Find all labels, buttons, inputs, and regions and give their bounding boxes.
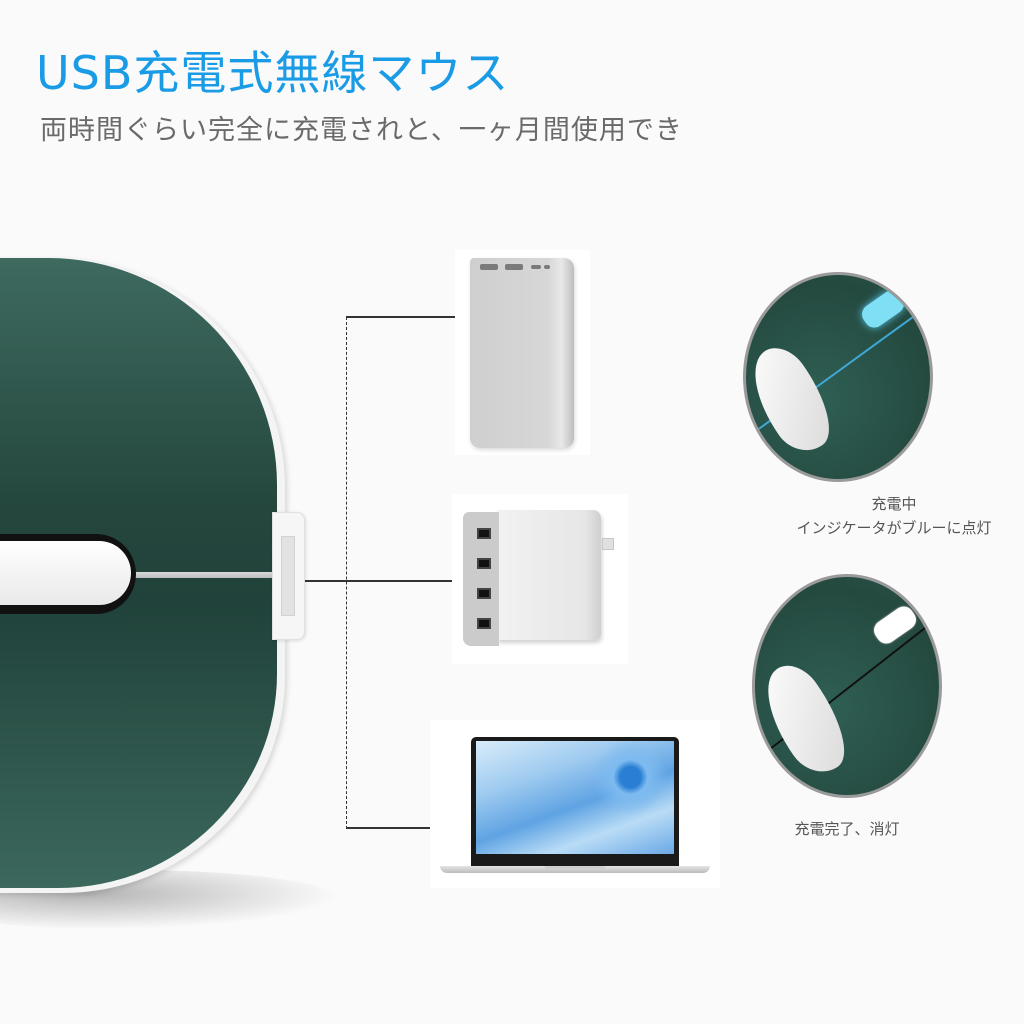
mouse-button-seam: [130, 572, 277, 578]
scroll-wheel: [0, 541, 131, 605]
led-indicator-off: [870, 602, 920, 648]
caption-line-2: インジケータがブルーに点灯: [796, 519, 992, 537]
usb-port: [477, 528, 491, 539]
usb-port: [477, 588, 491, 599]
page-title: USB充電式無線マウス: [36, 46, 510, 100]
usb-port: [477, 558, 491, 569]
scroll-wheel-closeup: [746, 337, 848, 463]
usb-port-slot: [281, 536, 295, 616]
scroll-wheel-closeup: [755, 655, 863, 784]
usb-c-port: [544, 265, 550, 269]
power-bank-body: [470, 258, 574, 448]
connector-dashed-vertical: [346, 317, 347, 829]
laptop-notch: [545, 866, 605, 869]
caption-line-1: 充電完了、消灯: [794, 820, 900, 838]
usb-port: [480, 264, 498, 270]
caption-line-1: 充電中: [871, 495, 917, 513]
charged-indicator-inset: [752, 574, 942, 798]
page-subtitle: 両時間ぐらい完全に充電されと、一ヶ月間使用でき: [40, 115, 683, 146]
laptop-base: [440, 866, 710, 873]
connector-to-laptop: [346, 827, 456, 829]
charger-body: [497, 510, 601, 640]
charged-caption: 充電完了、消灯: [762, 817, 932, 841]
connector-main: [305, 580, 455, 582]
charger-plug-prong: [602, 538, 614, 550]
usb-port: [505, 264, 523, 270]
laptop-screen: [476, 741, 674, 854]
micro-usb-port: [531, 265, 541, 269]
usb-port: [477, 618, 491, 629]
charging-caption: 充電中 インジケータがブルーに点灯: [752, 492, 1024, 540]
charging-indicator-inset: [743, 272, 933, 482]
connector-to-power-bank: [346, 316, 456, 318]
